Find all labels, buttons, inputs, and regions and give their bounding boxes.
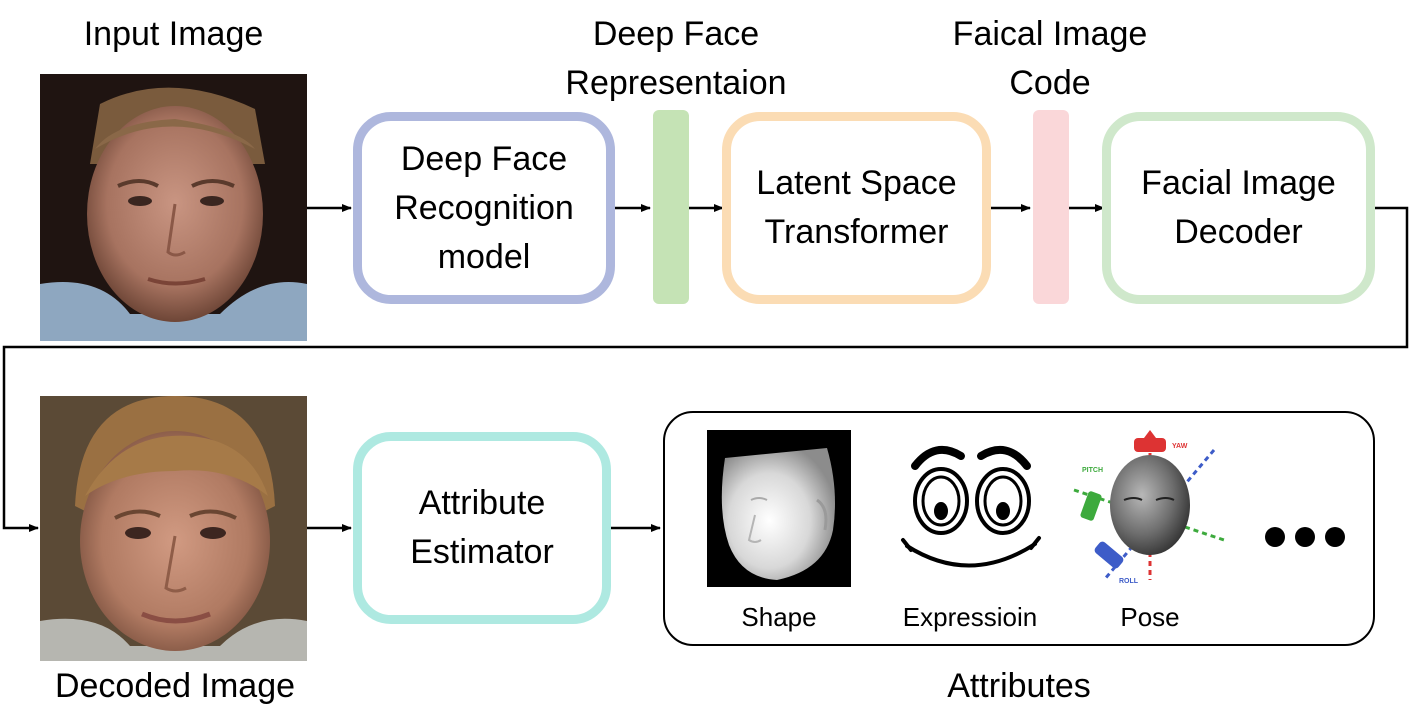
deep-face-representation-label-line2: Representaion [565, 64, 787, 102]
box-line: Attribute [418, 484, 546, 522]
box-line: Recognition [394, 188, 574, 227]
pose-pitch-label: PITCH [1082, 467, 1103, 474]
pose-label: Pose [1120, 602, 1180, 632]
deep-face-representation-label-line1: Deep Face [592, 15, 760, 53]
pose-head-image: YAW PITCH ROLL [1064, 430, 1229, 587]
shape-depth-image [707, 430, 851, 587]
attribute-estimator-box: Attribute Estimator [353, 432, 611, 624]
box-line: Estimator [410, 533, 554, 571]
latent-space-transformer-box: Latent Space Transformer [722, 112, 991, 304]
arrow-decoder-to-decoded-image [2, 206, 1409, 532]
box-line: model [437, 237, 531, 276]
expression-smiley-image [895, 436, 1045, 576]
decoded-image-label: Decoded Image [54, 667, 296, 705]
input-face-image [40, 74, 307, 341]
box-line: Facial Image [1141, 164, 1336, 202]
box-line: Transformer [764, 213, 949, 251]
facial-image-code-bar [1033, 110, 1069, 304]
attributes-label: Attributes [947, 667, 1091, 705]
input-image-label: Input Image [83, 15, 264, 53]
box-line: Deep Face [400, 139, 568, 178]
deep-face-representation-bar [653, 110, 689, 304]
more-attributes-ellipsis-icon [1265, 527, 1345, 547]
pose-roll-label: ROLL [1119, 578, 1139, 585]
attributes-panel [663, 411, 1375, 646]
facial-image-code-label-line2: Code [1009, 64, 1091, 102]
facial-image-code-label-line1: Faical Image [952, 15, 1148, 53]
box-line: Decoder [1174, 213, 1303, 251]
facial-image-decoder-box: Facial Image Decoder [1102, 112, 1375, 304]
pose-yaw-label: YAW [1172, 443, 1188, 450]
decoded-face-image [40, 396, 307, 661]
box-line: Latent Space [756, 164, 957, 202]
deep-face-recognition-model-box: Deep Face Recognition model [353, 112, 615, 304]
expression-label: Expressioin [902, 602, 1038, 632]
shape-label: Shape [741, 602, 817, 632]
